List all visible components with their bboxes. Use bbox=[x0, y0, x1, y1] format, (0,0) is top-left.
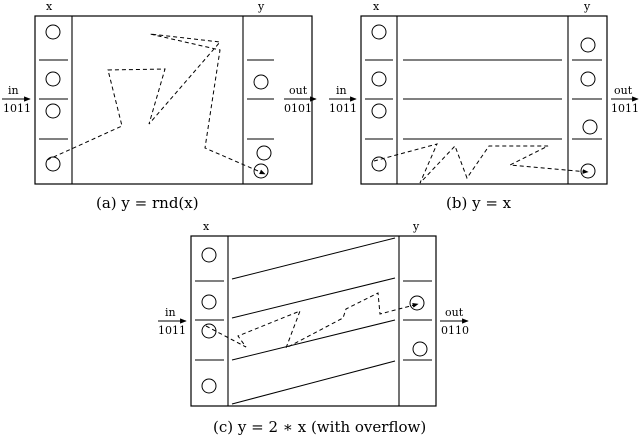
panel-b-x-ball bbox=[371, 156, 387, 172]
panel-c-out-label: out bbox=[445, 306, 464, 319]
panel-a-x-ball bbox=[45, 103, 61, 119]
panel-b-caption: (b) y = x bbox=[446, 194, 512, 212]
panel-b-y-ball bbox=[580, 163, 596, 179]
panel-a-y-ball bbox=[253, 163, 269, 179]
panel-b-y-ball bbox=[580, 71, 596, 87]
panel-c-band-line bbox=[231, 360, 396, 405]
panel-c-x-ball bbox=[201, 247, 217, 263]
panel-b-out-value: 1011 bbox=[611, 102, 639, 115]
panel-c: x y in 1011 out 0110 (c) y = 2 ∗ x (with… bbox=[158, 220, 469, 436]
panel-b-y-ball bbox=[580, 37, 596, 53]
panel-c-y-ball bbox=[409, 295, 425, 311]
panel-b-x-ball bbox=[371, 24, 387, 40]
panel-a-out-label: out bbox=[289, 84, 308, 97]
panel-b-in-value: 1011 bbox=[329, 102, 357, 115]
panel-a-x-ball bbox=[45, 71, 61, 87]
panel-a: x y in 1011 out 0101 (a) y = rnd(x) bbox=[2, 0, 317, 212]
panel-a-y-ball bbox=[253, 74, 269, 90]
panel-b-y-ball bbox=[582, 119, 598, 135]
panel-a-x-label: x bbox=[46, 0, 53, 13]
panel-b-in-label: in bbox=[336, 84, 347, 97]
panel-c-band-line bbox=[231, 237, 396, 280]
panel-b-x-ball bbox=[371, 71, 387, 87]
panel-a-frame bbox=[34, 15, 313, 185]
panel-a-caption: (a) y = rnd(x) bbox=[96, 194, 199, 212]
panel-c-band-line bbox=[231, 319, 396, 361]
panel-a-in-value: 1011 bbox=[3, 102, 31, 115]
panel-c-out-value: 0110 bbox=[441, 324, 469, 337]
panel-c-y-ball bbox=[412, 341, 428, 357]
panel-c-band-line bbox=[231, 277, 396, 319]
panel-a-x-ball bbox=[45, 24, 61, 40]
panel-b-frame bbox=[360, 15, 608, 185]
panel-c-double-path bbox=[205, 292, 419, 350]
panel-b-out-label: out bbox=[614, 84, 633, 97]
panel-a-y-label: y bbox=[257, 0, 265, 13]
panel-a-random-path bbox=[46, 33, 266, 175]
panel-a-y-ball bbox=[256, 145, 272, 161]
panel-c-y-label: y bbox=[412, 220, 420, 233]
panel-c-caption: (c) y = 2 ∗ x (with overflow) bbox=[213, 418, 426, 436]
panel-c-in-label: in bbox=[165, 306, 176, 319]
panel-a-in-label: in bbox=[8, 84, 19, 97]
panel-c-x-ball bbox=[201, 323, 217, 339]
panel-b-y-label: y bbox=[583, 0, 591, 13]
panel-c-x-ball bbox=[201, 294, 217, 310]
panel-b-x-ball bbox=[371, 103, 387, 119]
panel-a-out-value: 0101 bbox=[284, 102, 312, 115]
panel-a-x-ball bbox=[45, 156, 61, 172]
panel-c-x-label: x bbox=[203, 220, 210, 233]
panel-b-identity-path bbox=[373, 143, 589, 184]
panel-b: x y in 1011 out 1011 (b) y = x bbox=[329, 0, 639, 212]
panel-c-in-value: 1011 bbox=[158, 324, 186, 337]
panel-c-frame bbox=[190, 235, 437, 407]
panel-b-x-label: x bbox=[373, 0, 380, 13]
panel-c-x-ball bbox=[201, 378, 217, 394]
